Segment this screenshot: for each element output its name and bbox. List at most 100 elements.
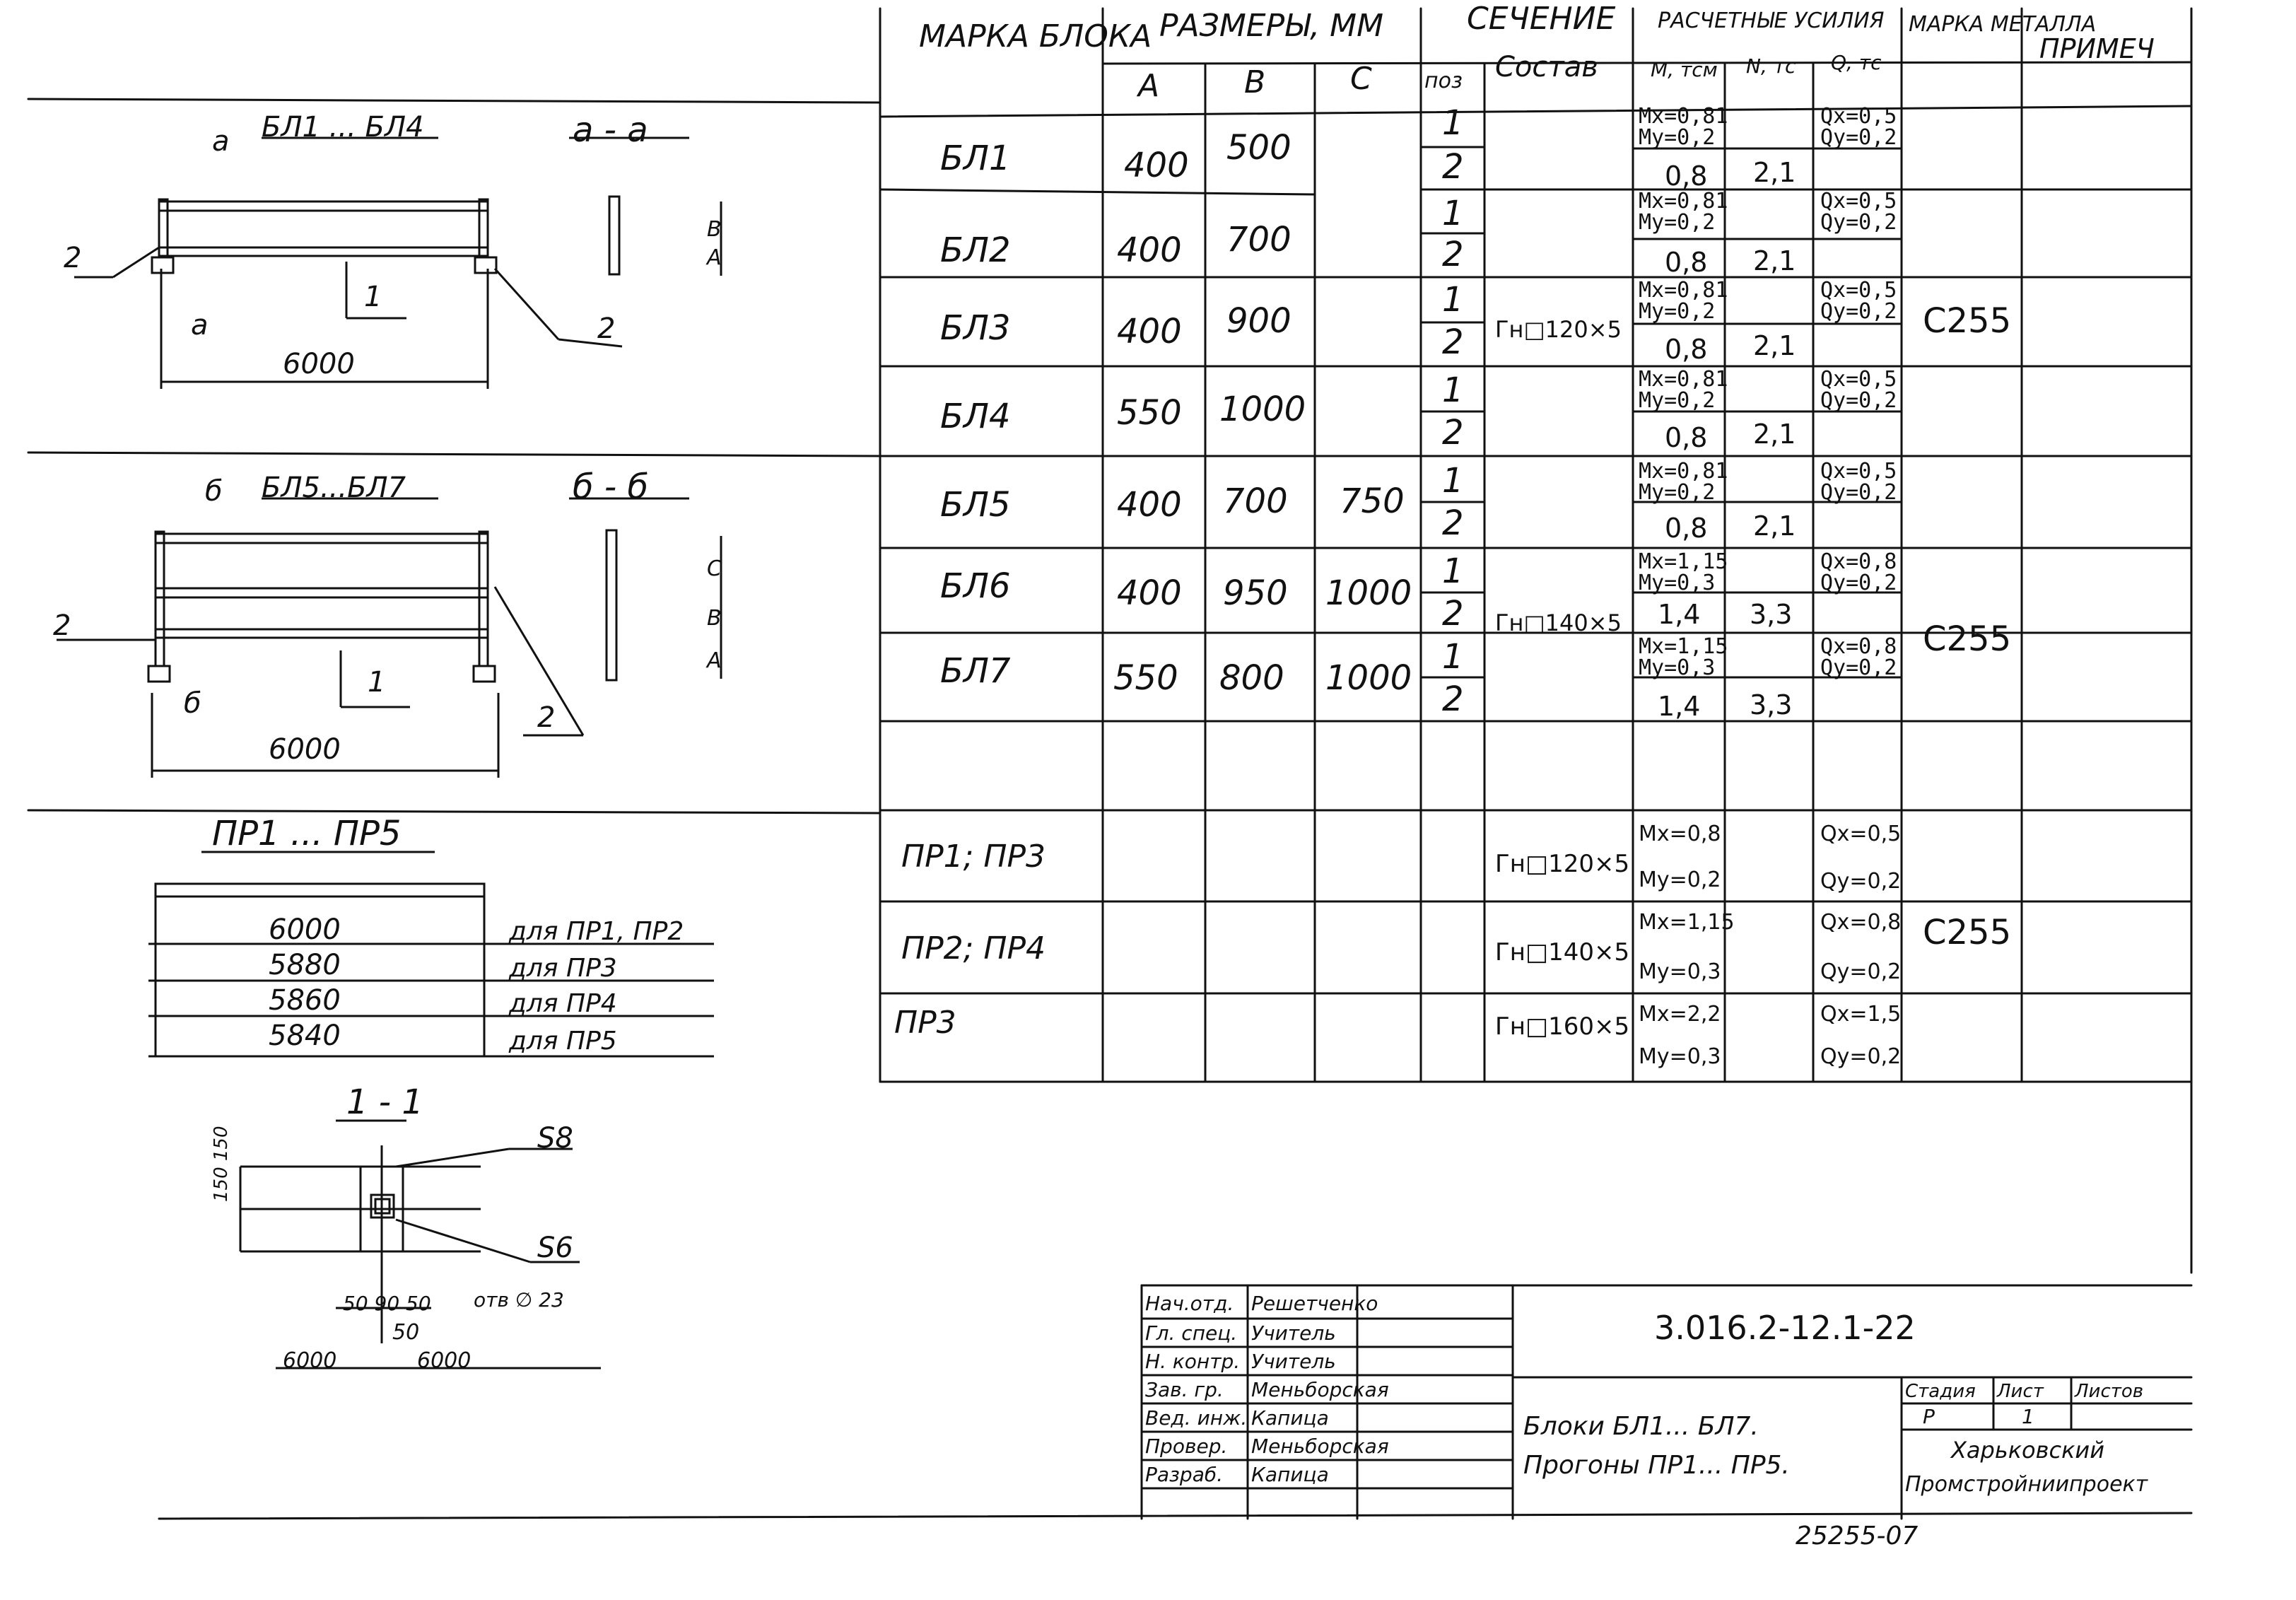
purlin-mark: ПР3 — [894, 1005, 956, 1041]
role-name: Меньборская — [1251, 1378, 1389, 1401]
block-m2: 0,8 — [1665, 247, 1708, 278]
block-pos1: 1 — [1442, 370, 1464, 410]
block-a: 550 — [1113, 658, 1178, 698]
header-metal: МАРКА МЕТАЛЛА — [1909, 12, 2097, 37]
block-m2: 1,4 — [1658, 599, 1701, 630]
subheader-m: М, тсм — [1651, 58, 1718, 81]
block-pos2: 2 — [1442, 503, 1464, 543]
drawing2-cut-mark: б — [184, 687, 201, 720]
block-qx: Qx=0,5 — [1820, 189, 1897, 214]
block-b: 700 — [1226, 220, 1292, 259]
block-a: 400 — [1117, 312, 1182, 351]
drawing1-dim-a: А — [707, 245, 722, 270]
block-mark: БЛ3 — [940, 308, 1011, 348]
block-n2: 2,1 — [1753, 419, 1796, 450]
drawing1-cut-mark: а — [212, 125, 230, 158]
block-qy: Qy=0,2 — [1820, 571, 1897, 595]
sheet-value: 1 — [2022, 1405, 2034, 1428]
header-forces: РАСЧЕТНЫЕ УСИЛИЯ — [1658, 8, 1885, 33]
drawing2-pos2: 2 — [537, 701, 556, 734]
role-label: Зав. гр. — [1145, 1378, 1224, 1401]
drawing1-cut-mark: а — [191, 309, 209, 341]
drawing2-pos1: 1 — [368, 666, 386, 699]
purlin-my: My=0,2 — [1639, 868, 1721, 892]
block-qy: Qy=0,2 — [1820, 125, 1897, 150]
drawing4-title: 1 - 1 — [346, 1082, 423, 1122]
block-qx: Qx=0,5 — [1820, 278, 1897, 303]
role-label: Н. контр. — [1145, 1350, 1241, 1373]
section-composition: Гн□120×5 — [1495, 316, 1622, 343]
block-pos2: 2 — [1442, 322, 1464, 362]
purlin-mx: Mx=0,8 — [1639, 822, 1721, 846]
drawing1-title: БЛ1 ... БЛ4 — [262, 111, 424, 144]
block-mark: БЛ2 — [940, 230, 1011, 270]
block-pos2: 2 — [1442, 235, 1464, 274]
header-note: ПРИМЕЧ — [2039, 33, 2155, 64]
subheader-b: В — [1244, 64, 1266, 100]
purlin-mx: Mx=2,2 — [1639, 1002, 1721, 1027]
block-m2: 1,4 — [1658, 691, 1701, 722]
drawing4-s8: S8 — [537, 1122, 573, 1155]
stage-label: Стадия — [1905, 1381, 1976, 1402]
purlin-mx: Mx=1,15 — [1639, 910, 1735, 935]
sheet-label: Лист — [1997, 1381, 2044, 1402]
purlin-qy: Qy=0,2 — [1820, 1044, 1902, 1069]
block-qy: Qy=0,2 — [1820, 388, 1897, 413]
block-mx: Mx=0,81 — [1639, 367, 1728, 392]
block-c: 1000 — [1325, 573, 1412, 613]
block-my: My=0,3 — [1639, 571, 1716, 595]
block-pos1: 1 — [1442, 280, 1464, 320]
drawing1-pos1: 1 — [364, 281, 382, 313]
elevation-bl1-bl4 — [74, 136, 722, 389]
role-label: Гл. спец. — [1145, 1321, 1238, 1345]
block-pos2: 2 — [1442, 147, 1464, 187]
block-mx: Mx=0,81 — [1639, 189, 1728, 214]
block-n2: 3,3 — [1750, 689, 1793, 720]
role-name: Учитель — [1251, 1321, 1336, 1345]
document-name: Прогоны ПР1... ПР5. — [1523, 1451, 1790, 1480]
role-name: Меньборская — [1251, 1435, 1389, 1458]
sheets-label: Листов — [2075, 1381, 2144, 1402]
drawing1-span: 6000 — [283, 348, 355, 380]
role-name: Учитель — [1251, 1350, 1336, 1373]
block-mark: БЛ5 — [940, 485, 1011, 525]
organization: Харьковский — [1951, 1437, 2104, 1464]
drawing4-dim-horizontal: 50 90 50 — [343, 1292, 431, 1315]
block-my: My=0,2 — [1639, 125, 1716, 150]
block-b: 700 — [1223, 481, 1288, 521]
metal-grade: С255 — [1923, 301, 2012, 341]
purlin-length: 5880 — [269, 949, 341, 981]
block-a: 400 — [1117, 485, 1182, 525]
role-name: Капица — [1251, 1406, 1329, 1430]
purlin-section: Гн□120×5 — [1495, 850, 1630, 878]
block-my: My=0,2 — [1639, 210, 1716, 235]
purlin-qx: Qx=0,8 — [1820, 910, 1902, 935]
header-section: СЕЧЕНИЕ — [1467, 1, 1616, 37]
block-pos2: 2 — [1442, 679, 1464, 719]
block-m2: 0,8 — [1665, 513, 1708, 544]
subheader-n: N, тс — [1746, 54, 1796, 78]
document-name: Блоки БЛ1... БЛ7. — [1523, 1412, 1759, 1441]
subheader-a: А — [1138, 68, 1160, 104]
block-my: My=0,2 — [1639, 299, 1716, 324]
role-label: Нач.отд. — [1145, 1292, 1234, 1315]
block-a: 550 — [1117, 393, 1182, 433]
drawing2-dim-a: А — [707, 648, 722, 673]
block-qx: Qx=0,8 — [1820, 549, 1897, 574]
drawing2-pos2: 2 — [53, 609, 71, 642]
block-qx: Qx=0,8 — [1820, 634, 1897, 659]
block-qx: Qx=0,5 — [1820, 459, 1897, 484]
metal-grade: С255 — [1923, 619, 2012, 659]
purlin-length: 5840 — [269, 1020, 341, 1052]
block-b: 950 — [1223, 573, 1288, 613]
subheader-q: Q, тс — [1831, 51, 1882, 74]
header-mark: МАРКА БЛОКА — [919, 18, 1152, 54]
role-name: Решетченко — [1251, 1292, 1378, 1315]
block-n2: 2,1 — [1753, 245, 1796, 276]
block-m2: 0,8 — [1665, 334, 1708, 365]
purlin-qx: Qx=1,5 — [1820, 1002, 1902, 1027]
block-n2: 3,3 — [1750, 599, 1793, 630]
organization: Промстройниипроект — [1905, 1472, 2148, 1497]
purlin-length: 5860 — [269, 984, 341, 1017]
